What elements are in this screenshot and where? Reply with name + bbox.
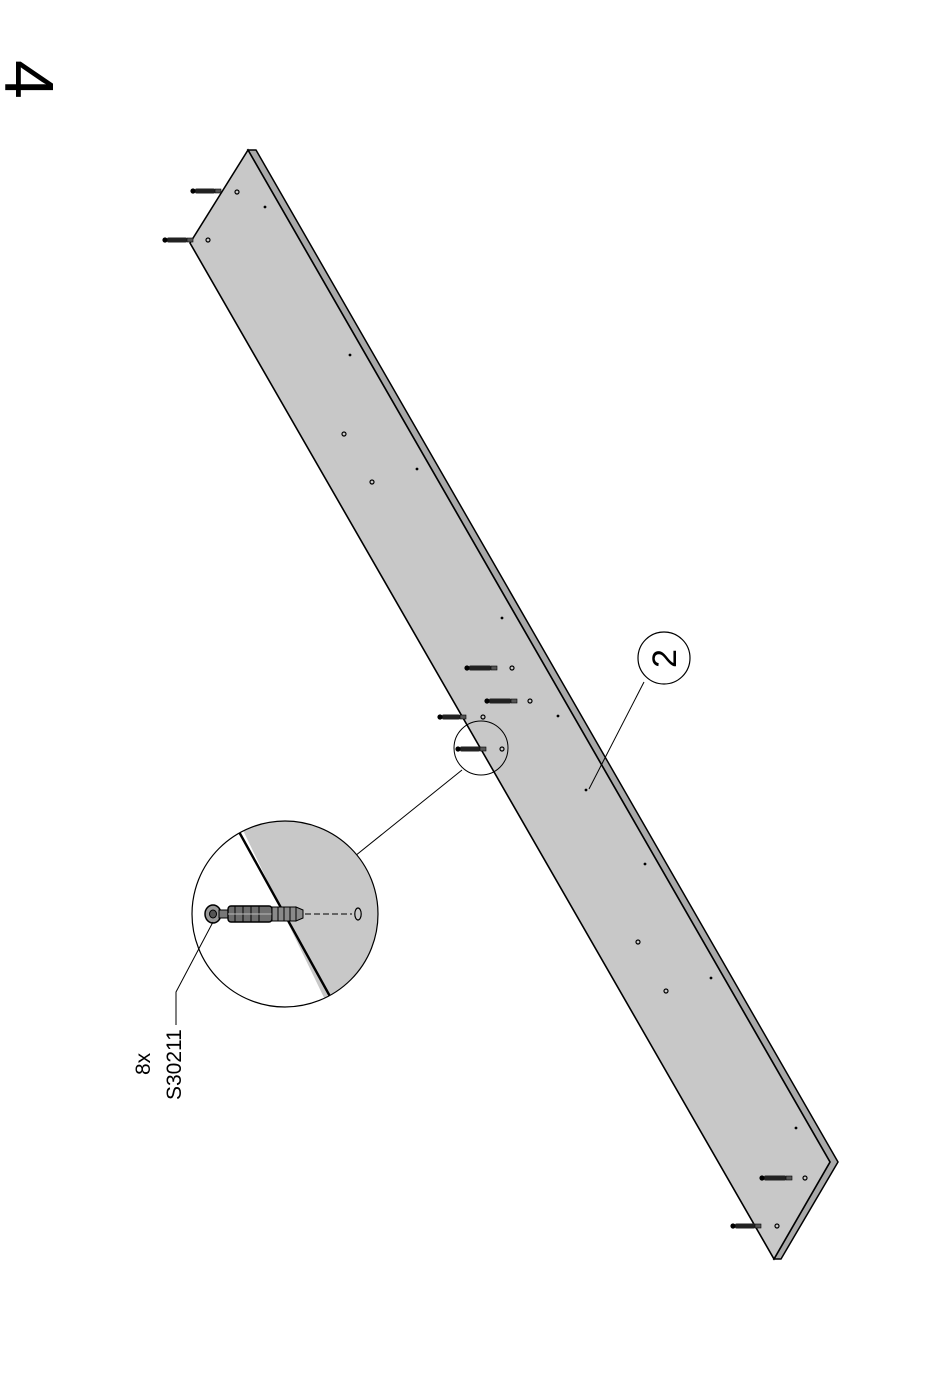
- hole: [510, 666, 514, 670]
- hole: [206, 238, 210, 242]
- panel-2: [190, 150, 830, 1259]
- dowel-icon: [464, 665, 497, 670]
- hole: [342, 432, 346, 436]
- dowel-icon: [162, 237, 193, 242]
- dowel-icon: [455, 746, 486, 751]
- hardware-label: 8x S30211: [132, 1029, 186, 1100]
- dowel-icon: [484, 698, 517, 703]
- hardware-part-code: S30211: [163, 1029, 186, 1100]
- hole: [803, 1176, 807, 1180]
- hole: [664, 989, 668, 993]
- dowel-icon: [730, 1223, 761, 1228]
- hole: [235, 190, 239, 194]
- part-callout-number: 2: [646, 649, 684, 668]
- hole: [481, 715, 485, 719]
- hole: [528, 699, 532, 703]
- hole: [636, 940, 640, 944]
- hole: [500, 747, 504, 751]
- detail-leader-line: [355, 770, 462, 856]
- step-number: 4: [0, 60, 68, 99]
- dowel-icon: [437, 714, 466, 719]
- dowel-icon: [759, 1175, 792, 1180]
- hole: [775, 1224, 779, 1228]
- detail-view: [180, 810, 400, 1020]
- dowel-icon: [190, 188, 221, 193]
- hardware-quantity: 8x: [132, 1052, 155, 1075]
- part-callout-leader: [589, 682, 644, 789]
- hole: [370, 480, 374, 484]
